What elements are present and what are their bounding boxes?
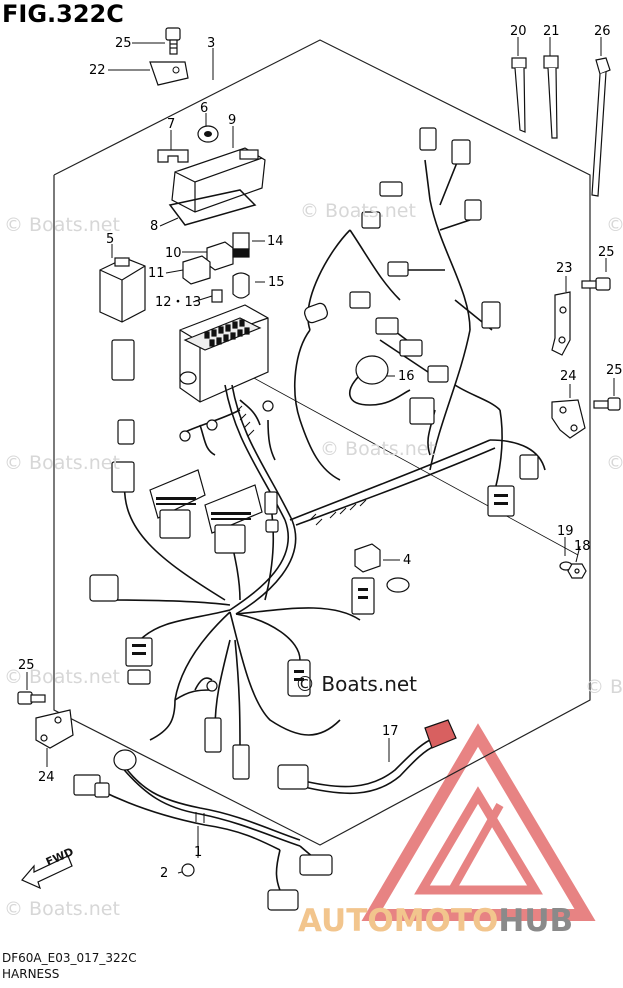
fuse-box-cover-9	[171, 147, 266, 213]
harness-connectors	[73, 127, 539, 911]
nut-18	[567, 563, 587, 579]
fuse-12-13	[211, 289, 223, 303]
svg-text:23: 23	[556, 261, 573, 276]
watermark-strong: © Boats.net	[295, 672, 418, 696]
svg-text:7: 7	[167, 117, 175, 132]
fuse-cap-15	[232, 272, 250, 299]
svg-text:25: 25	[598, 245, 615, 260]
svg-text:21: 21	[543, 24, 560, 39]
watermark-1: © Boats.net	[4, 214, 120, 236]
assembly-outline	[53, 39, 591, 846]
bracket-24-left	[35, 709, 74, 749]
harness-tape-marks	[195, 405, 367, 823]
cable-tie-21	[543, 55, 559, 139]
callout-numbers: 25 3 22 6 7 9 8 5 10 14 11 15 12・13 16 4…	[18, 24, 623, 881]
watermark-4: © Boats.net	[320, 438, 436, 460]
svg-text:12・13: 12・13	[155, 295, 201, 310]
grommet-6	[197, 125, 219, 143]
svg-text:15: 15	[268, 275, 285, 290]
figure-title: FIG.322C	[2, 0, 124, 28]
svg-text:26: 26	[594, 24, 611, 39]
svg-text:22: 22	[89, 63, 106, 78]
bracket-22	[149, 61, 189, 86]
brand-logo-triangle	[361, 723, 596, 921]
relay-10	[206, 241, 234, 271]
bolt-25-right-upper	[581, 277, 611, 291]
svg-text:25: 25	[115, 36, 132, 51]
cable-tie-26	[591, 57, 611, 197]
leader-lines	[26, 37, 615, 874]
svg-text:20: 20	[510, 24, 527, 39]
brand-wordmark: AUTOMOTOHUB	[298, 903, 573, 939]
bolt-25-top	[165, 27, 181, 55]
svg-text:9: 9	[228, 113, 236, 128]
svg-text:6: 6	[200, 101, 208, 116]
brand-part-1: AUTOMOTO	[298, 903, 499, 939]
svg-text:2: 2	[160, 866, 168, 881]
watermark-3: © Boats.net	[4, 452, 120, 474]
gasket-8	[168, 189, 257, 226]
watermark-5: © Boats.net	[4, 666, 120, 688]
svg-text:4: 4	[403, 553, 411, 568]
watermark-2: © Boats.net	[300, 200, 416, 222]
watermark-9: © Boats.net	[606, 452, 623, 474]
svg-text:18: 18	[574, 539, 591, 554]
connector-4	[354, 543, 410, 593]
bracket-24-right	[551, 399, 586, 439]
figure-name: HARNESS	[2, 967, 60, 981]
svg-text:24: 24	[560, 369, 577, 384]
relay-5	[99, 257, 146, 323]
svg-text:25: 25	[18, 658, 35, 673]
bolt-25-right-lower	[593, 397, 621, 411]
figure-code: DF60A_E03_017_322C	[2, 951, 137, 965]
watermark-7: © Boats.net	[4, 898, 120, 920]
relay-14	[232, 232, 250, 258]
svg-text:11: 11	[148, 266, 165, 281]
connector-pin-details	[132, 494, 508, 681]
bracket-23	[551, 291, 571, 356]
fwd-arrow: FWD	[21, 845, 76, 890]
fuse-box-body	[179, 304, 269, 403]
clip-7	[157, 149, 189, 163]
svg-text:3: 3	[207, 36, 215, 51]
svg-text:8: 8	[150, 219, 158, 234]
svg-text:1: 1	[194, 845, 202, 860]
svg-text:5: 5	[106, 232, 114, 247]
watermark-6: © Boats.net	[585, 676, 623, 698]
cable-tie-20	[511, 57, 527, 133]
bolt-25-left	[17, 691, 46, 705]
svg-text:16: 16	[398, 369, 415, 384]
svg-text:17: 17	[382, 724, 399, 739]
watermark-8: © Boats.net	[606, 214, 623, 236]
svg-text:25: 25	[606, 363, 623, 378]
brand-part-2: HUB	[498, 903, 574, 939]
svg-text:14: 14	[267, 234, 284, 249]
svg-text:24: 24	[38, 770, 55, 785]
svg-text:10: 10	[165, 246, 182, 261]
relay-11	[182, 255, 211, 285]
svg-text:19: 19	[557, 524, 574, 539]
